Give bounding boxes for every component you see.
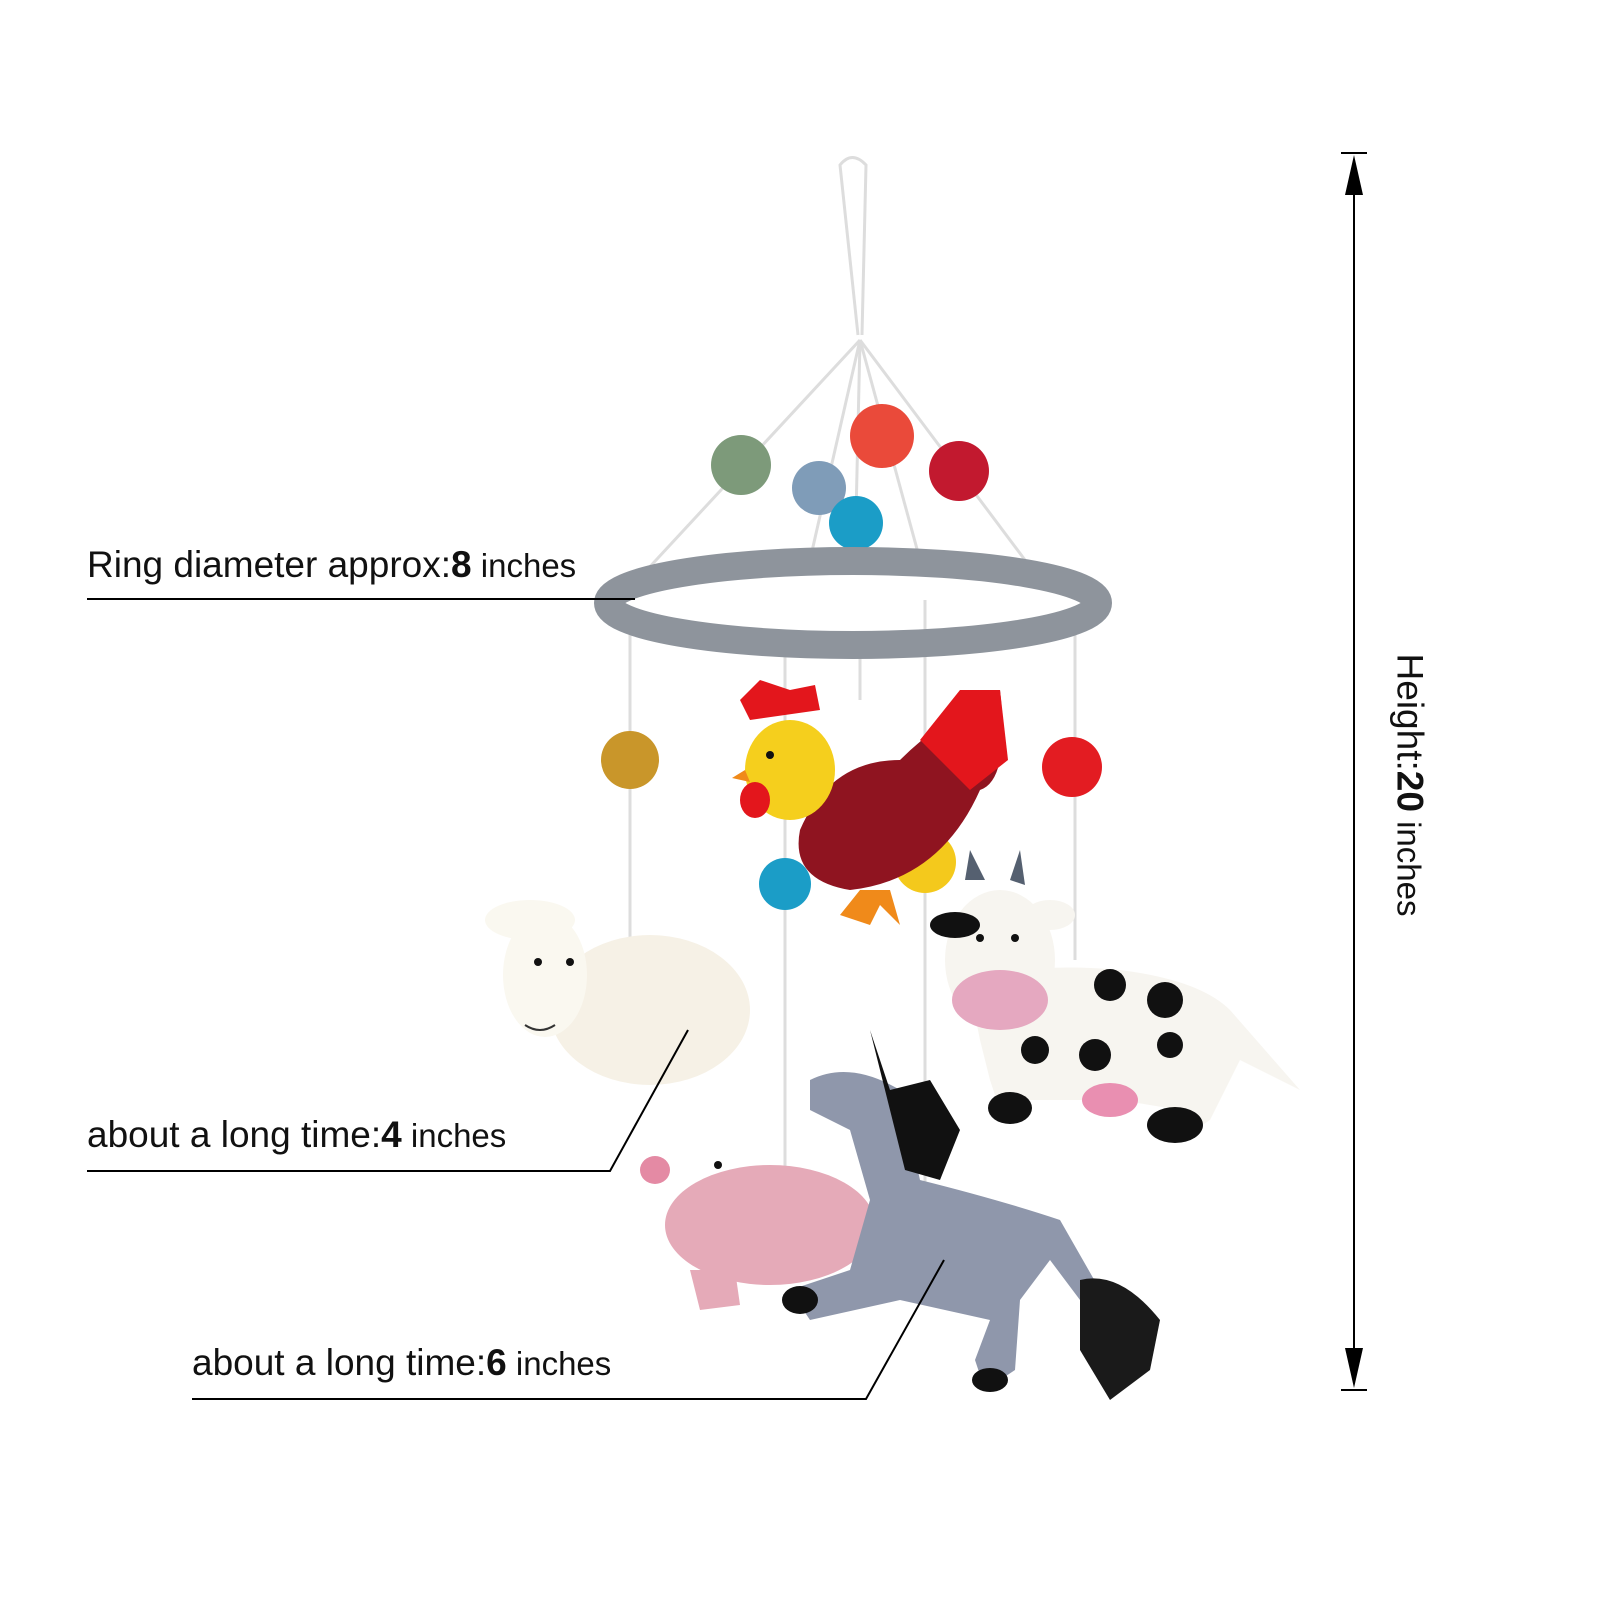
height-label: Height:20 inches (1389, 653, 1431, 917)
label-prefix: Height: (1389, 653, 1431, 771)
rooster-figure (732, 680, 1008, 925)
annotation-lines (87, 598, 945, 1400)
cow-figure (930, 850, 1300, 1143)
label-prefix: Ring diameter approx: (87, 544, 452, 585)
pig-figure (640, 1156, 875, 1310)
ring-diameter-label: Ring diameter approx:8 inches (87, 546, 576, 583)
label-unit: inches (506, 1345, 612, 1382)
felt-balls-top (711, 404, 989, 550)
label-prefix: about a long time: (192, 1342, 487, 1383)
label-value: 6 (486, 1342, 507, 1383)
label-unit: inches (1390, 811, 1428, 917)
label-value: 20 (1389, 770, 1431, 812)
label-unit: inches (401, 1117, 507, 1154)
label-prefix: about a long time: (87, 1114, 382, 1155)
label-unit: inches (471, 547, 577, 584)
height-dimension-arrow (1341, 152, 1367, 1391)
large-figure-length-label: about a long time:6 inches (192, 1344, 611, 1381)
small-figure-length-label: about a long time:4 inches (87, 1116, 506, 1153)
label-value: 4 (381, 1114, 402, 1155)
donkey-figure (782, 1030, 1160, 1400)
sheep-figure (485, 900, 750, 1085)
label-value: 8 (451, 544, 472, 585)
felt-ring (594, 547, 1112, 659)
